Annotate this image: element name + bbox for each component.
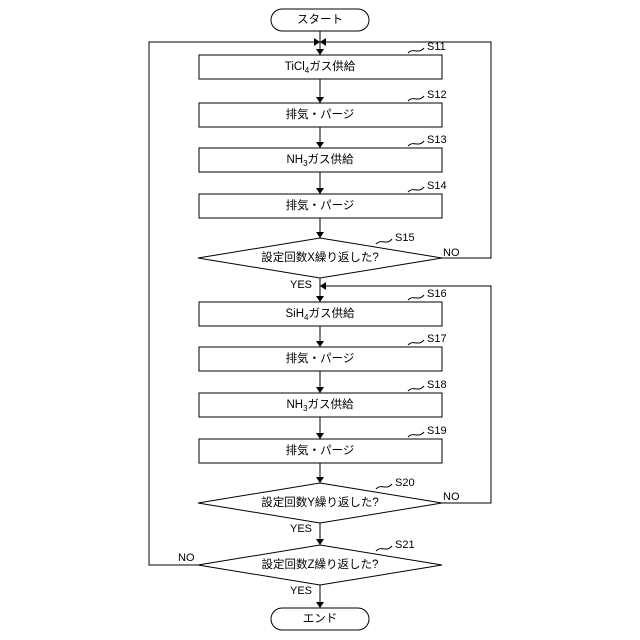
decision-s15-yes: YES xyxy=(290,279,312,291)
step-s12-leader xyxy=(408,96,424,101)
step-s19-id: S19 xyxy=(427,425,447,437)
step-s17-leader xyxy=(408,340,424,345)
arrow-head xyxy=(316,97,324,103)
arrow-head xyxy=(320,282,326,290)
step-s16-label: SiH4ガス供給 xyxy=(286,306,355,322)
start-label: スタート xyxy=(297,13,343,26)
decision-s15-label: 設定回数X繰り返した? xyxy=(261,250,379,264)
decision-s21-id: S21 xyxy=(395,539,415,551)
step-s19-leader xyxy=(408,432,424,437)
arrow-head xyxy=(316,602,324,608)
step-s18-id: S18 xyxy=(427,379,447,391)
decision-s20-leader xyxy=(376,484,392,489)
decision-s21-yes: YES xyxy=(290,585,312,597)
arrow-head xyxy=(316,341,324,347)
decision-s21-no: NO xyxy=(178,552,195,564)
decision-s21-label: 設定回数Z繰り返した? xyxy=(262,557,379,571)
step-s17-label: 排気・パージ xyxy=(286,351,355,365)
decision-s15-no: NO xyxy=(443,247,460,259)
arrow-head xyxy=(314,38,320,46)
arrow-head xyxy=(320,38,326,46)
arrow-head xyxy=(316,433,324,439)
arrow-head xyxy=(316,142,324,148)
step-s13-label: NH3ガス供給 xyxy=(286,152,354,168)
decision-s15-leader xyxy=(376,239,392,244)
decision-s21-leader xyxy=(376,546,392,551)
decision-s20-no: NO xyxy=(443,491,460,503)
step-s13-leader xyxy=(408,141,424,146)
step-s17-id: S17 xyxy=(427,333,447,345)
arrow-head xyxy=(316,296,324,302)
decision-s20-label: 設定回数Y繰り返した? xyxy=(261,495,379,509)
end-label: エンド xyxy=(303,613,338,625)
step-s16-leader xyxy=(408,295,424,300)
decision-s20-yes: YES xyxy=(290,523,312,535)
decision-s15-id: S15 xyxy=(395,232,415,244)
step-s18-leader xyxy=(408,386,424,391)
step-s14-leader xyxy=(408,187,424,192)
step-s13-id: S13 xyxy=(427,134,447,146)
step-s14-label: 排気・パージ xyxy=(286,198,355,212)
step-s12-label: 排気・パージ xyxy=(286,107,355,121)
arrow-head xyxy=(316,232,324,238)
step-s11-label: TiCl4ガス供給 xyxy=(285,59,356,75)
step-s18-label: NH3ガス供給 xyxy=(286,397,354,413)
step-s16-id: S16 xyxy=(427,288,447,300)
step-s11-id: S11 xyxy=(427,41,446,53)
step-s11-leader xyxy=(408,48,424,53)
step-s19-label: 排気・パージ xyxy=(286,443,355,457)
decision-s20-id: S20 xyxy=(395,477,415,489)
step-s14-id: S14 xyxy=(427,180,447,192)
arrow-head xyxy=(316,387,324,393)
arrow-head xyxy=(316,477,324,483)
step-s12-id: S12 xyxy=(427,89,447,101)
arrow-head xyxy=(316,49,324,55)
arrow-head xyxy=(316,539,324,545)
arrow-head xyxy=(316,188,324,194)
